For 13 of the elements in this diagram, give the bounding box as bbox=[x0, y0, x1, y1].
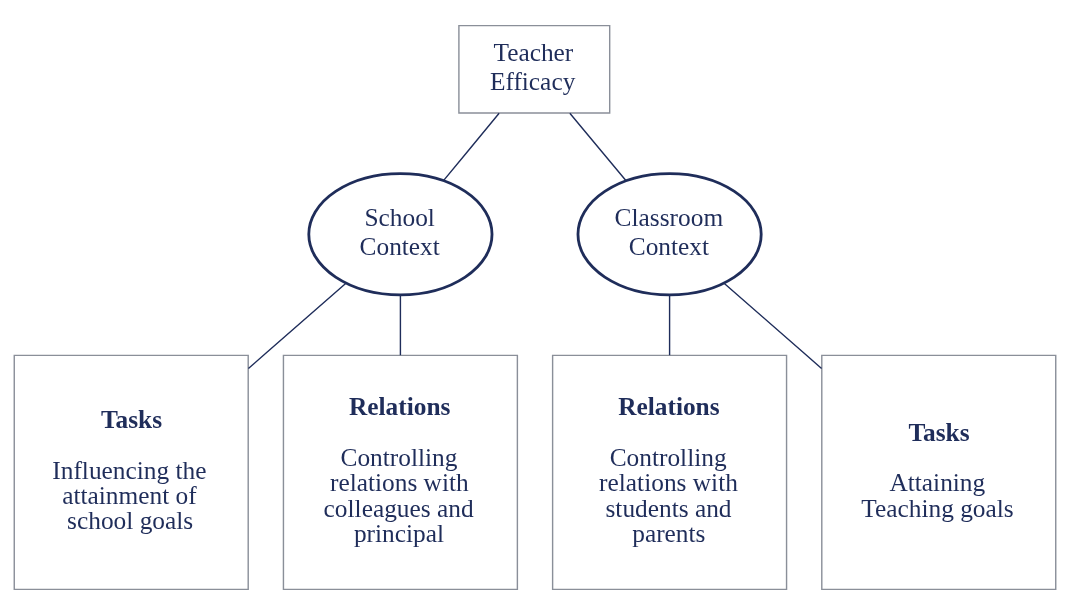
node-box: Teacher Efficacy bbox=[458, 24, 611, 114]
node-box: Relations Controlling relations with students and parents bbox=[551, 354, 788, 590]
node-box: Tasks Attaining Teaching goals bbox=[821, 354, 1057, 590]
node-ellipse: School Context bbox=[307, 171, 494, 296]
node-box: Tasks Influencing the attainment of school goals bbox=[13, 354, 249, 590]
connector bbox=[247, 282, 347, 369]
node-ellipse: Classroom Context bbox=[576, 171, 763, 296]
connector bbox=[442, 112, 500, 181]
connector bbox=[569, 112, 627, 181]
connector bbox=[668, 293, 671, 356]
connector bbox=[399, 293, 402, 356]
connector bbox=[723, 282, 823, 369]
node-box: Relations Controlling relations with colleagues and principal bbox=[282, 354, 519, 590]
